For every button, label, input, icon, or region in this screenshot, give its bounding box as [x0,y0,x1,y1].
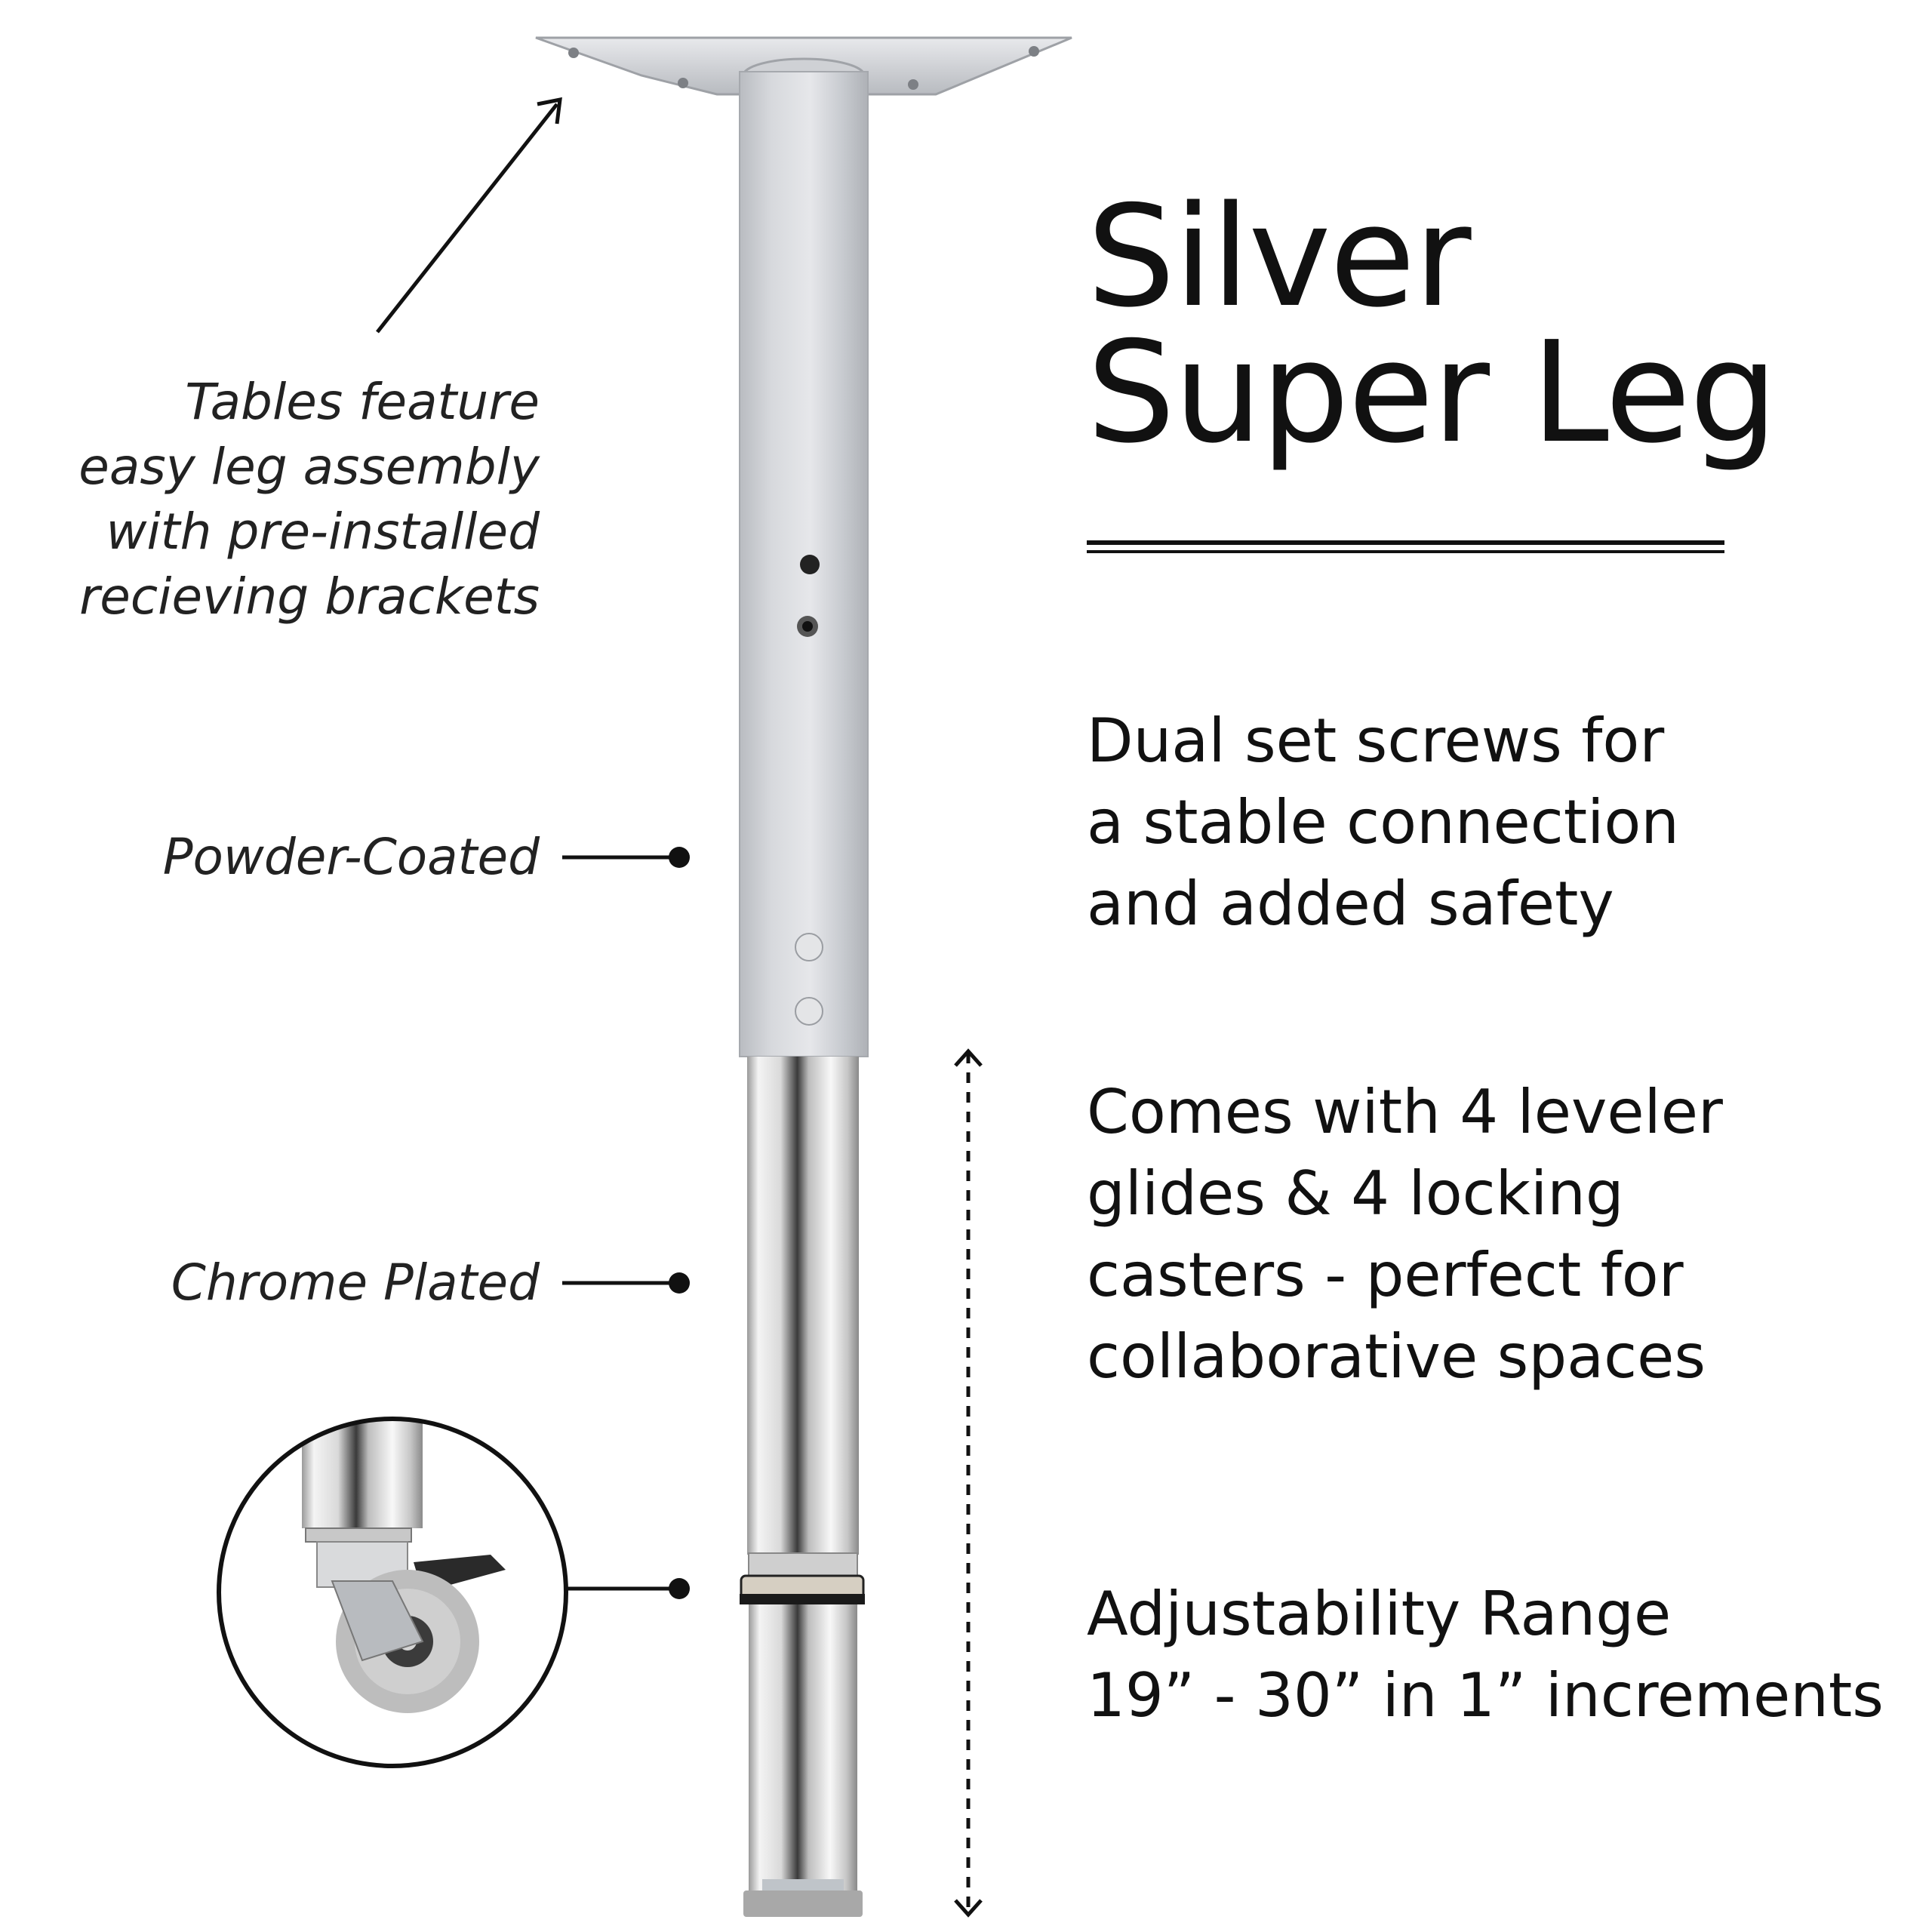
chrome-tube [740,1057,865,1917]
title-line-2: Super Leg [1087,311,1778,474]
callout-assembly: Tables feature easy leg assembly with pr… [78,373,540,626]
title-rule-bottom [1087,550,1724,553]
double-headed-arrow-icon [954,1048,983,1918]
caster-leader [562,1578,690,1599]
feature-adjustability: Adjustability Range 19” - 30” in 1” incr… [1087,1579,1884,1730]
title-rule-top [1087,540,1724,545]
diagonal-arrow-icon [376,97,562,334]
feature-glides-casters: Comes with 4 leveler glides & 4 locking … [1087,1077,1723,1392]
callout-powder-coated: Powder-Coated [162,828,540,886]
callout-chrome-plated: Chrome Plated [171,1254,540,1312]
caster-wheel-inset [217,1417,568,1768]
feature-set-screws: Dual set screws for a stable connection … [1087,706,1679,939]
powder-coated-tube [739,71,869,1057]
chrome-leader [562,1272,690,1294]
powder-leader [562,847,690,868]
title-line-1: Silver [1087,175,1472,338]
page-title: Silver Super Leg [1087,175,1778,474]
